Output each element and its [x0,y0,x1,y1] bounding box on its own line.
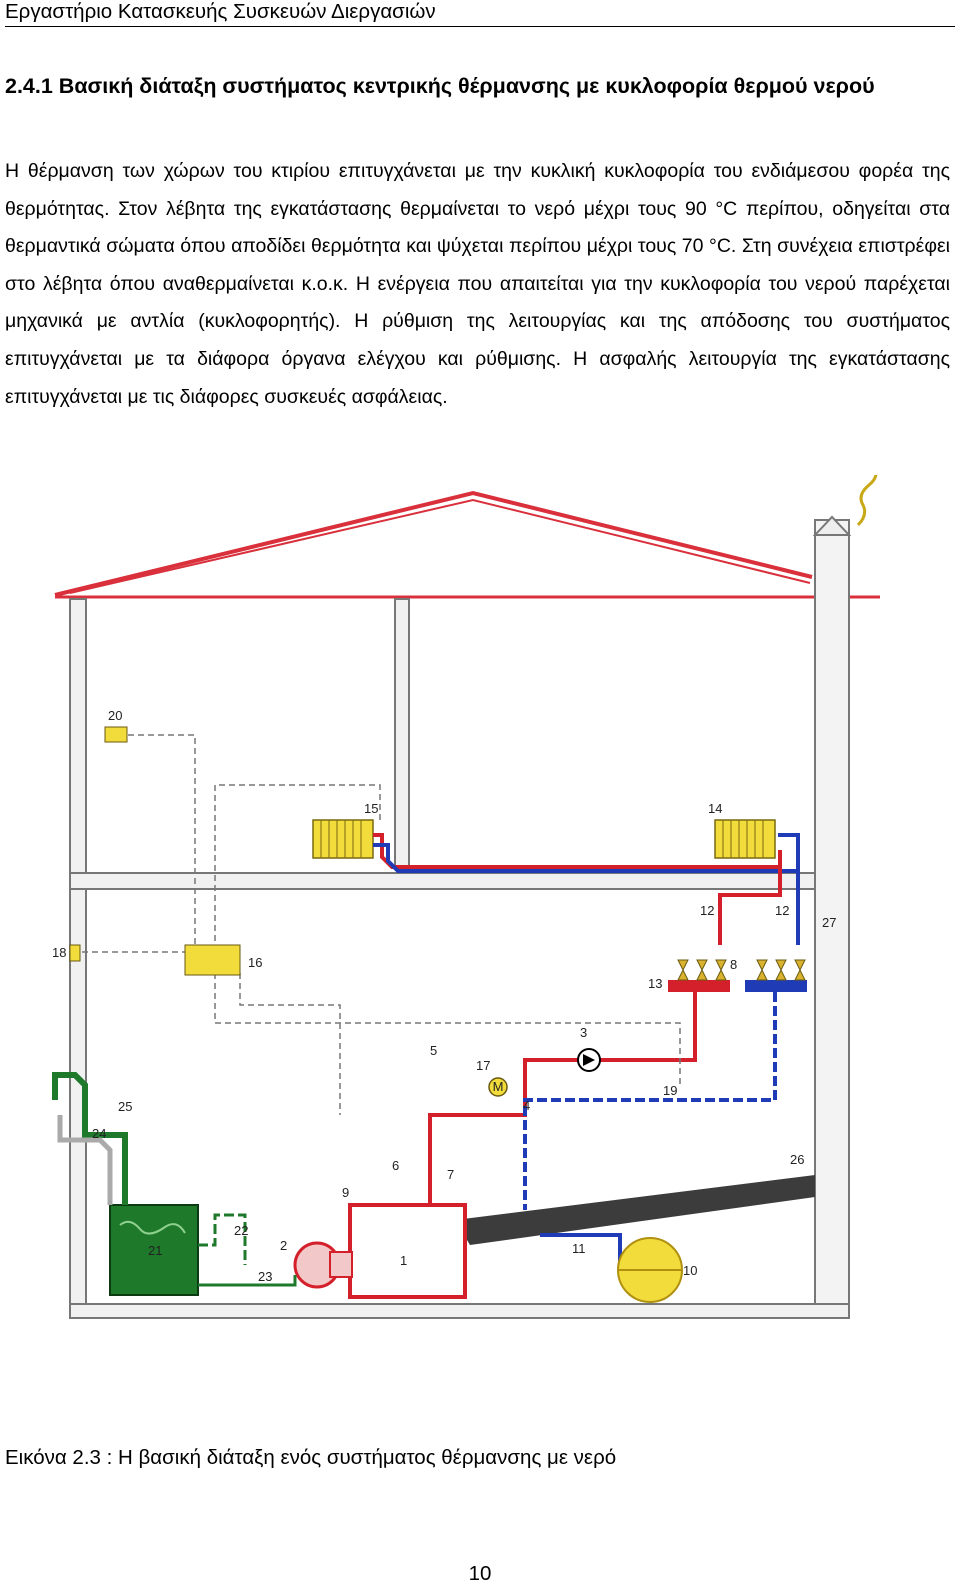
main-piping [428,992,777,1265]
label-10: 10 [683,1263,697,1278]
burner-2 [293,1241,353,1289]
radiator-15 [312,819,374,859]
oil-line-22 [198,1213,247,1265]
oil-tank-21 [109,1204,199,1296]
running-header: Εργαστήριο Κατασκευής Συσκευών Διεργασιώ… [5,0,955,27]
circulation-pump-3 [577,1048,601,1072]
label-11: 11 [572,1241,586,1256]
label-16: 16 [248,955,262,970]
motor-label: M [493,1079,504,1094]
label-12-supply: 12 [700,903,714,918]
heating-system-diagram: M 1 2 3 4 5 6 7 8 9 10 11 12 [0,466,960,1415]
radiator-14 [714,819,776,859]
label-24: 24 [92,1126,106,1141]
label-15: 15 [364,801,378,816]
label-13: 13 [648,976,662,991]
oil-line-23 [198,1275,297,1287]
label-22: 22 [234,1223,248,1238]
controller-16 [184,944,241,976]
expansion-tank-10 [617,1237,683,1303]
label-7: 7 [447,1167,454,1182]
label-9: 9 [342,1185,349,1200]
label-1: 1 [400,1253,407,1268]
section-heading: 2.4.1 Βασική διάταξη συστήματος κεντρική… [5,74,875,98]
label-20: 20 [108,708,122,723]
label-21: 21 [148,1243,162,1258]
label-26: 26 [790,1152,804,1167]
label-27: 27 [822,915,836,930]
label-14: 14 [708,801,722,816]
boiler-1 [348,1203,467,1299]
label-3: 3 [580,1025,587,1040]
label-8: 8 [730,957,737,972]
label-4: 4 [523,1098,530,1113]
label-25: 25 [118,1099,132,1114]
supply-manifold [668,959,807,992]
upper-floor-piping [373,833,800,945]
roof [54,490,880,599]
control-wiring [82,734,681,1115]
mixing-valve-4: M [488,1077,508,1097]
flue-pipe [455,1175,815,1245]
fill-pipe-25 [52,1072,128,1205]
label-17: 17 [476,1058,490,1073]
label-23: 23 [258,1269,272,1284]
label-12-return: 12 [775,903,789,918]
building-walls [69,515,852,1319]
page-number: 10 [468,1562,492,1585]
label-5: 5 [430,1043,437,1058]
smoke-icon [856,466,878,527]
label-19: 19 [663,1083,677,1098]
label-6: 6 [392,1158,399,1173]
figure-caption: Εικόνα 2.3 : Η βασική διάταξη ενός συστή… [5,1446,617,1469]
vent-pipe-24 [57,1115,113,1205]
label-2: 2 [280,1238,287,1253]
outdoor-sensor-18 [69,944,81,962]
body-paragraph: Η θέρμανση των χώρων του κτιρίου επιτυγχ… [5,160,950,408]
label-18: 18 [52,945,66,960]
room-thermostat-20 [104,726,128,743]
